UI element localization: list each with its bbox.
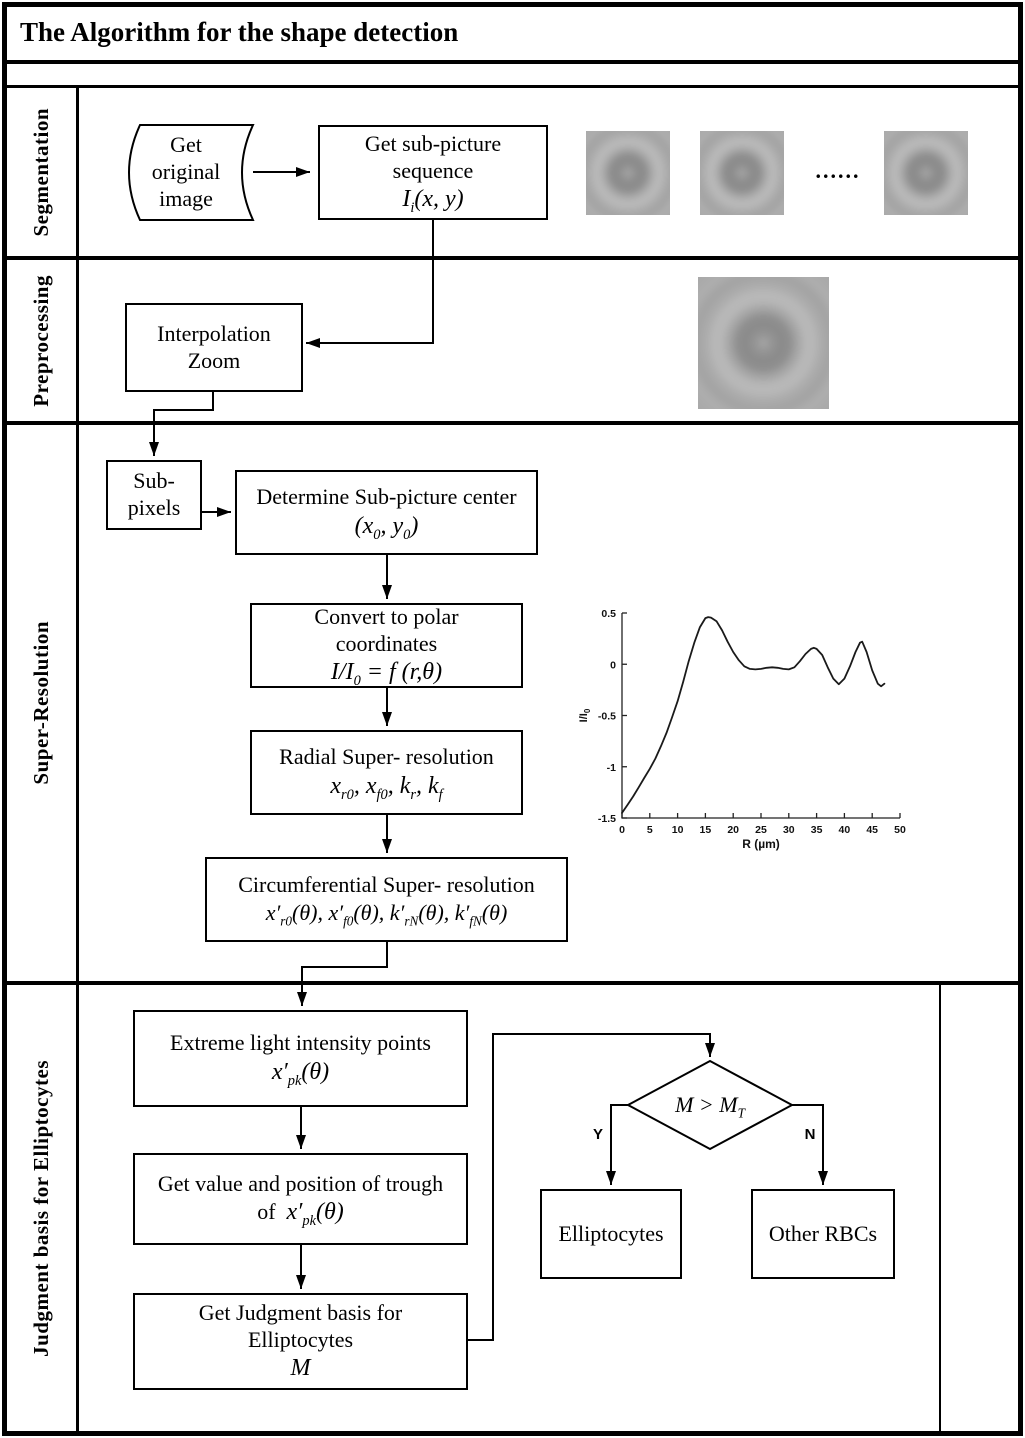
cell-image-zoomed — [698, 277, 829, 409]
superresolution-bottom-divider — [7, 981, 1018, 985]
section-label-segmentation: Segmentation — [29, 108, 53, 237]
decision-condition: M > MT — [675, 1092, 745, 1121]
connector-decision-no — [792, 1104, 828, 1185]
x-axis-label: R (µm) — [742, 837, 780, 851]
flow-node-other-rbcs: Other RBCs — [751, 1189, 895, 1279]
x-tick-label: 5 — [647, 824, 653, 836]
center-formula: (x0, y0) — [354, 512, 419, 543]
connector-judgment-to-decision — [468, 1033, 715, 1341]
flow-node-elliptocytes: Elliptocytes — [540, 1189, 682, 1279]
section-label-super-resolution: Super-Resolution — [29, 621, 53, 785]
y-tick-label: -0.5 — [598, 711, 616, 723]
decision-yes-label: Y — [592, 1126, 603, 1143]
segmentation-bottom-divider — [7, 256, 1018, 260]
y-tick-label: -1.5 — [598, 813, 616, 825]
section-label-preprocessing: Preprocessing — [29, 274, 53, 407]
title-row: The Algorithm for the shape detection — [7, 7, 1018, 60]
preprocessing-bottom-divider — [7, 421, 1018, 425]
x-tick-label: 35 — [811, 824, 823, 836]
subpicture-formula: Ii(x, y) — [402, 186, 464, 217]
x-tick-label: 0 — [619, 824, 625, 836]
flow-node-extreme-points: Extreme light intensity points x′pk(θ) — [133, 1010, 468, 1107]
decision-no-label: N — [804, 1126, 816, 1143]
intensity-curve — [621, 616, 886, 814]
trough-of-label: of — [257, 1199, 276, 1225]
connector-subpicture-to-interpolation — [306, 220, 434, 348]
x-tick-label: 50 — [894, 824, 906, 836]
flow-node-circumferential-super-resolution: Circumferential Super- resolution x′r0(θ… — [205, 857, 568, 942]
label-column-divider — [76, 88, 79, 1431]
cell-image-3 — [884, 131, 968, 215]
x-tick-label: 20 — [727, 824, 739, 836]
intensity-profile-chart: 0 5 10 15 20 25 30 35 40 45 50 0.5 0 -0.5 -1 -1.5 R (µm)… — [578, 608, 906, 851]
trough-formula: x′pk(θ) — [286, 1199, 344, 1230]
flow-node-judgment-basis: Get Judgment basis for Elliptocytes M — [133, 1293, 468, 1390]
x-tick-label: 25 — [755, 824, 767, 836]
connector-decision-yes — [606, 1104, 628, 1185]
y-axis-label: I/I0 — [578, 708, 592, 722]
judgment-right-divider — [939, 985, 941, 1431]
x-tick-label: 15 — [700, 824, 712, 836]
connector-circumferential-to-extreme — [297, 942, 388, 1006]
section-label-judgment-basis: Judgment basis for Elliptocytes — [29, 1059, 53, 1357]
title-divider — [7, 60, 1018, 64]
x-tick-label: 40 — [839, 824, 851, 836]
flow-node-get-trough: Get value and position of trough of x′pk… — [133, 1153, 468, 1245]
y-tick-label: 0.5 — [601, 608, 616, 620]
radial-formula: xr0, xf0, kr, kf — [330, 772, 443, 803]
chart-axes — [621, 613, 900, 819]
flow-node-radial-super-resolution: Radial Super- resolution xr0, xf0, kr, k… — [250, 730, 523, 815]
y-tick-label: 0 — [610, 659, 616, 671]
x-tick-label: 30 — [783, 824, 795, 836]
circumferential-formula: x′r0(θ), x′f0(θ), k′rN(θ), k′fN(θ) — [265, 899, 508, 928]
y-tick-label: -1 — [607, 762, 616, 774]
sequence-ellipsis: ...... — [815, 158, 861, 183]
flow-node-convert-polar: Convert to polar coordinates I/I0 = f (r… — [250, 603, 523, 688]
page-title: The Algorithm for the shape detection — [20, 17, 459, 47]
extreme-formula: x′pk(θ) — [271, 1058, 330, 1089]
x-tick-label: 10 — [672, 824, 684, 836]
spacer-divider — [7, 85, 1018, 88]
cell-image-2 — [700, 131, 784, 215]
cell-image-1 — [586, 131, 670, 215]
flow-node-get-original-image: Get original image — [151, 132, 221, 211]
flow-node-interpolation-zoom: Interpolation Zoom — [125, 303, 303, 392]
flow-node-determine-center: Determine Sub-picture center (x0, y0) — [235, 470, 538, 555]
polar-formula: I/I0 = f (r,θ) — [330, 659, 443, 690]
flow-node-get-subpicture-sequence: Get sub-picture sequence Ii(x, y) — [318, 125, 548, 220]
judgment-basis-formula: M — [290, 1355, 311, 1382]
x-tick-label: 45 — [866, 824, 878, 836]
flow-node-sub-pixels: Sub- pixels — [106, 460, 202, 530]
